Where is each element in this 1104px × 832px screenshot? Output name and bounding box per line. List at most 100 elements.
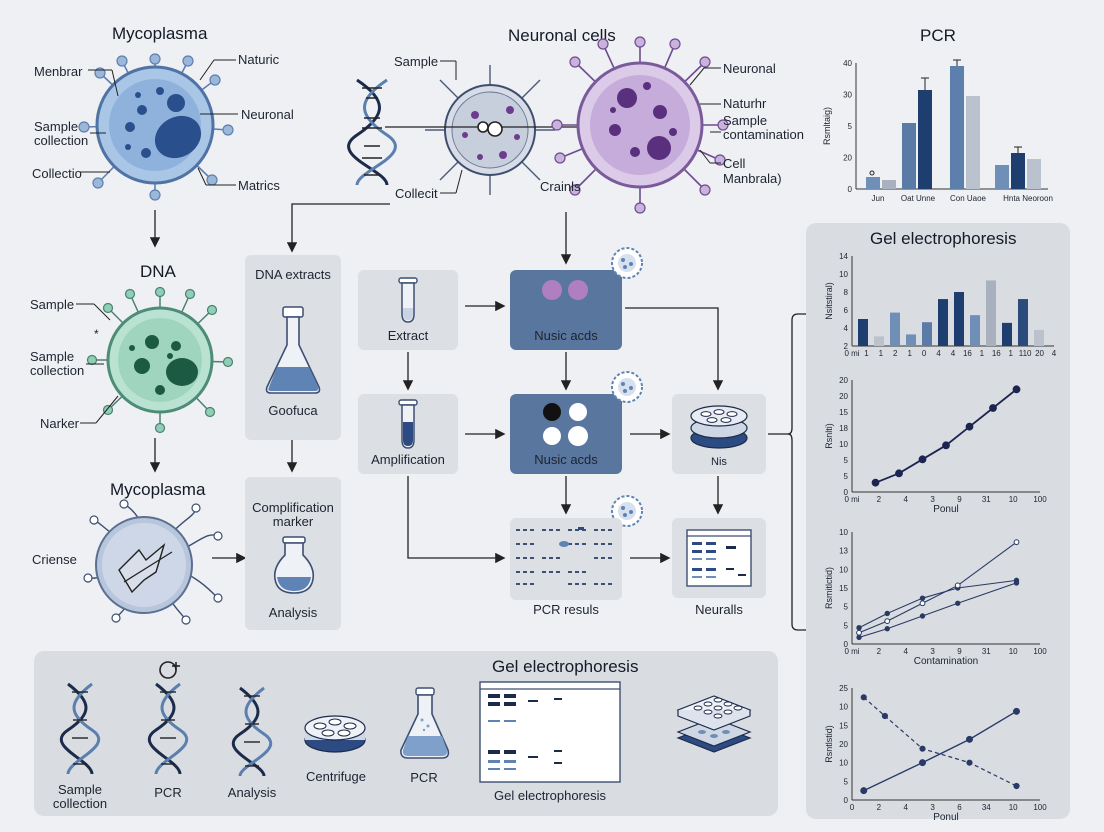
x-tick-label: 1 bbox=[1008, 349, 1013, 358]
series-line bbox=[863, 696, 1017, 787]
bottom-label-centrifuge: Centrifuge bbox=[306, 769, 366, 784]
complification-box: Complification marker Analysis bbox=[245, 477, 341, 630]
y-axis-label: Rsntlstid) bbox=[824, 725, 834, 763]
test-tube-filled-icon bbox=[398, 399, 418, 449]
microbe-badge-icon bbox=[611, 247, 643, 279]
category-label: Hnta Neoroon bbox=[1003, 194, 1053, 203]
dna-helix-icon-bottom-3 bbox=[231, 686, 273, 777]
x-tick-label: 0 bbox=[922, 349, 927, 358]
nusic-acids-label-2: Nusic acds bbox=[534, 452, 598, 467]
y-axis-label: Rsmltaig) bbox=[822, 107, 832, 145]
data-point bbox=[966, 735, 973, 743]
neuronal-label-contamination: Sample contamination bbox=[723, 113, 804, 142]
category-label: Jun bbox=[872, 194, 885, 203]
nusic-acids-box-2: Nusic acds bbox=[510, 394, 622, 474]
x-tick-label: 9 bbox=[957, 495, 962, 504]
x-tick-label: 100 bbox=[1033, 495, 1047, 504]
bar bbox=[906, 334, 916, 346]
data-point bbox=[1013, 707, 1020, 715]
y-tick-label: 5 bbox=[844, 777, 849, 786]
x-tick-label: 16 bbox=[992, 349, 1001, 358]
neuronal-label-neuronal: Neuronal bbox=[723, 61, 776, 76]
bar bbox=[902, 123, 916, 189]
data-point bbox=[860, 787, 868, 795]
mycoplasma-label-matrics: Matrics bbox=[238, 178, 280, 193]
neuronal-label-naturhr: Naturhr bbox=[723, 96, 767, 111]
bar bbox=[954, 292, 964, 346]
y-tick-label: 5 bbox=[844, 621, 849, 630]
mycoplasma-label-naturic: Naturic bbox=[238, 52, 280, 67]
y-tick-label: 20 bbox=[839, 376, 848, 385]
centrifuge-disc-icon bbox=[690, 405, 748, 449]
dots-icon bbox=[542, 280, 588, 300]
data-point bbox=[942, 441, 950, 450]
target-icon bbox=[159, 661, 180, 679]
y-tick-label: 18 bbox=[839, 424, 848, 433]
dna-helix-icon bbox=[347, 78, 397, 186]
y-tick-label: 15 bbox=[839, 584, 848, 593]
data-point bbox=[895, 469, 903, 478]
series-line bbox=[863, 710, 1017, 792]
data-point bbox=[1013, 539, 1020, 546]
y-tick-label: 5 bbox=[848, 122, 853, 131]
bottom-label-sample-collection: Sample collection bbox=[52, 782, 108, 811]
extract-box: Extract bbox=[358, 270, 458, 350]
bar bbox=[1034, 329, 1044, 346]
erlenmeyer-flask-icon bbox=[400, 687, 450, 759]
bar bbox=[882, 180, 896, 189]
bar bbox=[938, 299, 948, 346]
x-tick-label: 2 bbox=[893, 349, 898, 358]
data-point bbox=[884, 626, 890, 632]
x-tick-label: 2 bbox=[877, 803, 882, 812]
x-tick-label: 4 bbox=[936, 349, 941, 358]
pcr-results-gel-box bbox=[510, 518, 622, 600]
series-line bbox=[858, 582, 1017, 638]
neuronal-cell-lens-icon bbox=[385, 65, 595, 195]
x-tick-label: 2 bbox=[877, 495, 882, 504]
neuralls-label: Neuralls bbox=[695, 602, 743, 617]
bar bbox=[890, 312, 900, 346]
bottom-label-gel-electrophoresis: Gel electrophoresis bbox=[494, 788, 606, 803]
data-point bbox=[919, 745, 926, 752]
mycoplasma2-title: Mycoplasma bbox=[110, 480, 206, 499]
beaker-icon bbox=[273, 536, 315, 594]
complification-label: Complification marker bbox=[252, 500, 334, 529]
y-tick-label: 5 bbox=[844, 603, 849, 612]
x-axis-label: Contamination bbox=[914, 656, 978, 667]
series-line bbox=[858, 541, 1017, 634]
y-tick-label: 10 bbox=[839, 270, 848, 279]
x-tick-label: 10 bbox=[1009, 495, 1018, 504]
x-tick-label: 4 bbox=[903, 803, 908, 812]
nis-box: Nis bbox=[672, 394, 766, 474]
category-label: Con Uaoe bbox=[950, 194, 987, 203]
bar bbox=[918, 90, 932, 189]
gel-small-icon bbox=[686, 529, 752, 587]
y-tick-label: 30 bbox=[843, 91, 852, 100]
amplification-label: Amplification bbox=[371, 452, 445, 467]
x-tick-label: 2 bbox=[877, 647, 882, 656]
gel-bands-icon bbox=[516, 527, 614, 585]
mycoplasma-cell-icon bbox=[78, 53, 234, 201]
y-tick-label: 5 bbox=[844, 456, 849, 465]
y-axis-label: Rsmitlctid) bbox=[824, 567, 834, 609]
nis-label: Nis bbox=[711, 456, 727, 468]
dna-title: DNA bbox=[140, 262, 176, 281]
data-point bbox=[856, 634, 862, 641]
y-tick-label: 10 bbox=[839, 440, 848, 449]
x-tick-label: 0 mi bbox=[844, 349, 859, 358]
dna-extracts-label: DNA extracts bbox=[255, 267, 331, 282]
bar bbox=[950, 66, 964, 189]
flow-arrows bbox=[149, 203, 724, 564]
data-point bbox=[919, 613, 926, 619]
mycoplasma2-label: Criense bbox=[32, 552, 77, 567]
marker bbox=[869, 170, 875, 176]
gel-large-icon bbox=[479, 681, 621, 783]
bar bbox=[858, 319, 868, 346]
y-tick-label: 20 bbox=[843, 154, 852, 163]
dots-bw-icon bbox=[543, 403, 588, 446]
neuronal-label-cell: Cell Manbrala) bbox=[723, 156, 782, 186]
flask-icon bbox=[265, 306, 321, 394]
bar bbox=[1011, 153, 1025, 189]
y-tick-label: 8 bbox=[844, 288, 849, 297]
